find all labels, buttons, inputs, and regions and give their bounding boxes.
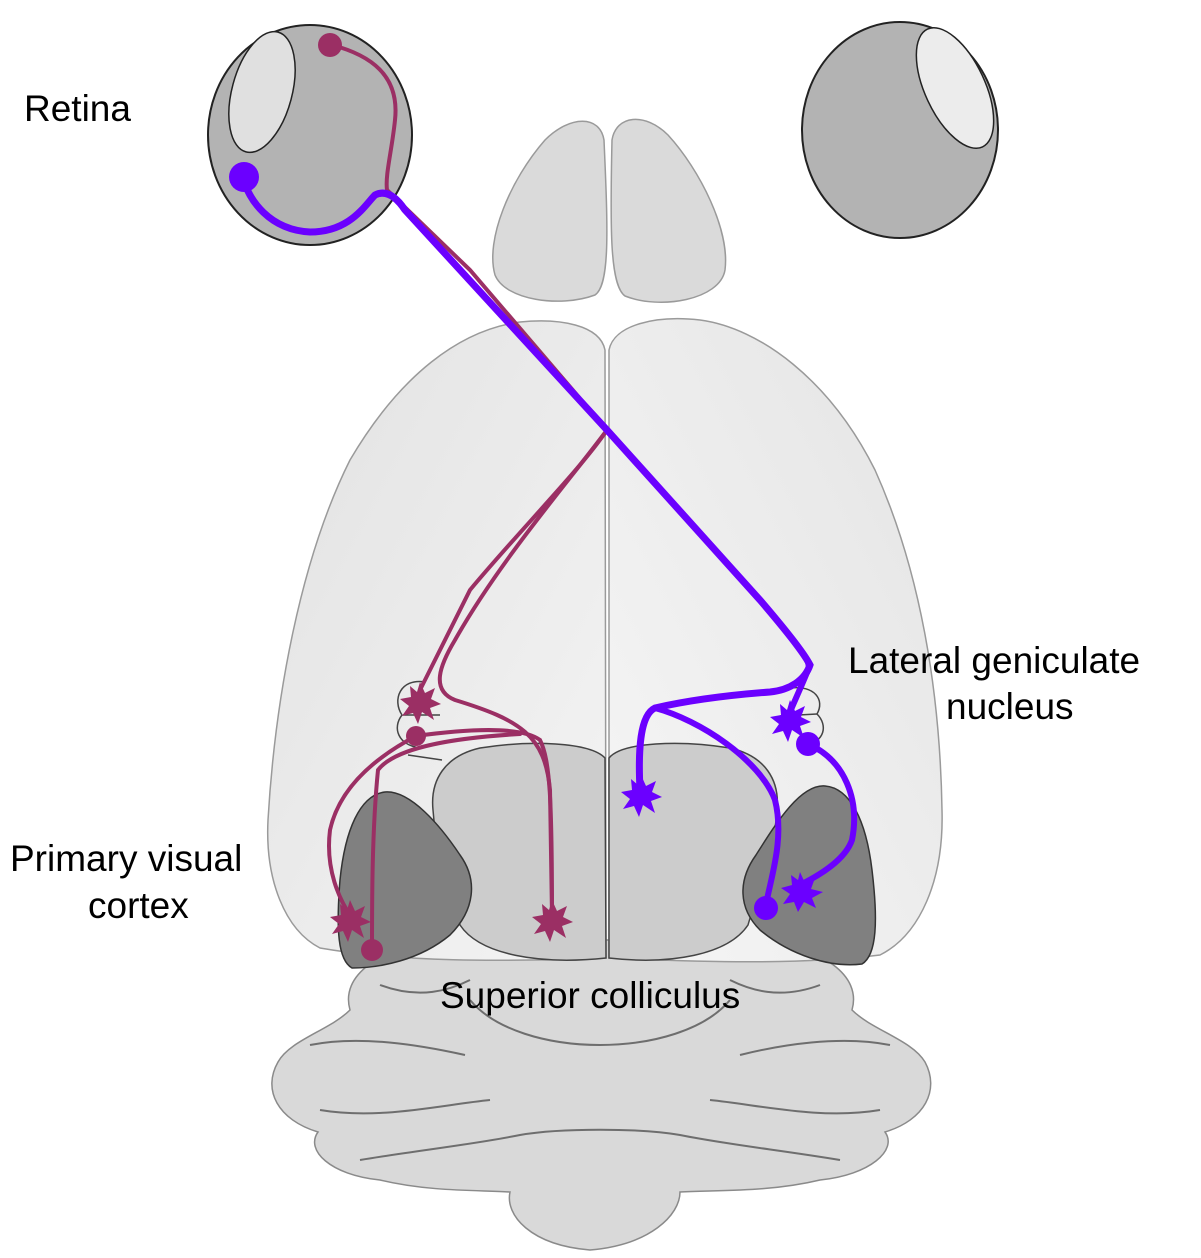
label-v1-line2: cortex <box>88 885 189 927</box>
label-lgn-line2: nucleus <box>946 686 1074 728</box>
olfactory-bulb-right <box>611 119 725 302</box>
soma-v1-b <box>754 896 778 920</box>
label-lgn-line1: Lateral geniculate <box>848 640 1140 682</box>
eye-left <box>208 24 412 245</box>
soma-retina-a <box>318 33 342 57</box>
soma-lgn-b <box>796 732 820 756</box>
soma-v1-a <box>361 939 383 961</box>
label-retina: Retina <box>24 88 131 130</box>
soma-lgn-a <box>406 726 426 746</box>
olfactory-bulb-left <box>493 121 607 301</box>
eye-right <box>802 16 1010 238</box>
soma-retina-b <box>229 162 259 192</box>
label-v1-line1: Primary visual <box>10 838 242 880</box>
label-superior-colliculus: Superior colliculus <box>440 975 740 1017</box>
